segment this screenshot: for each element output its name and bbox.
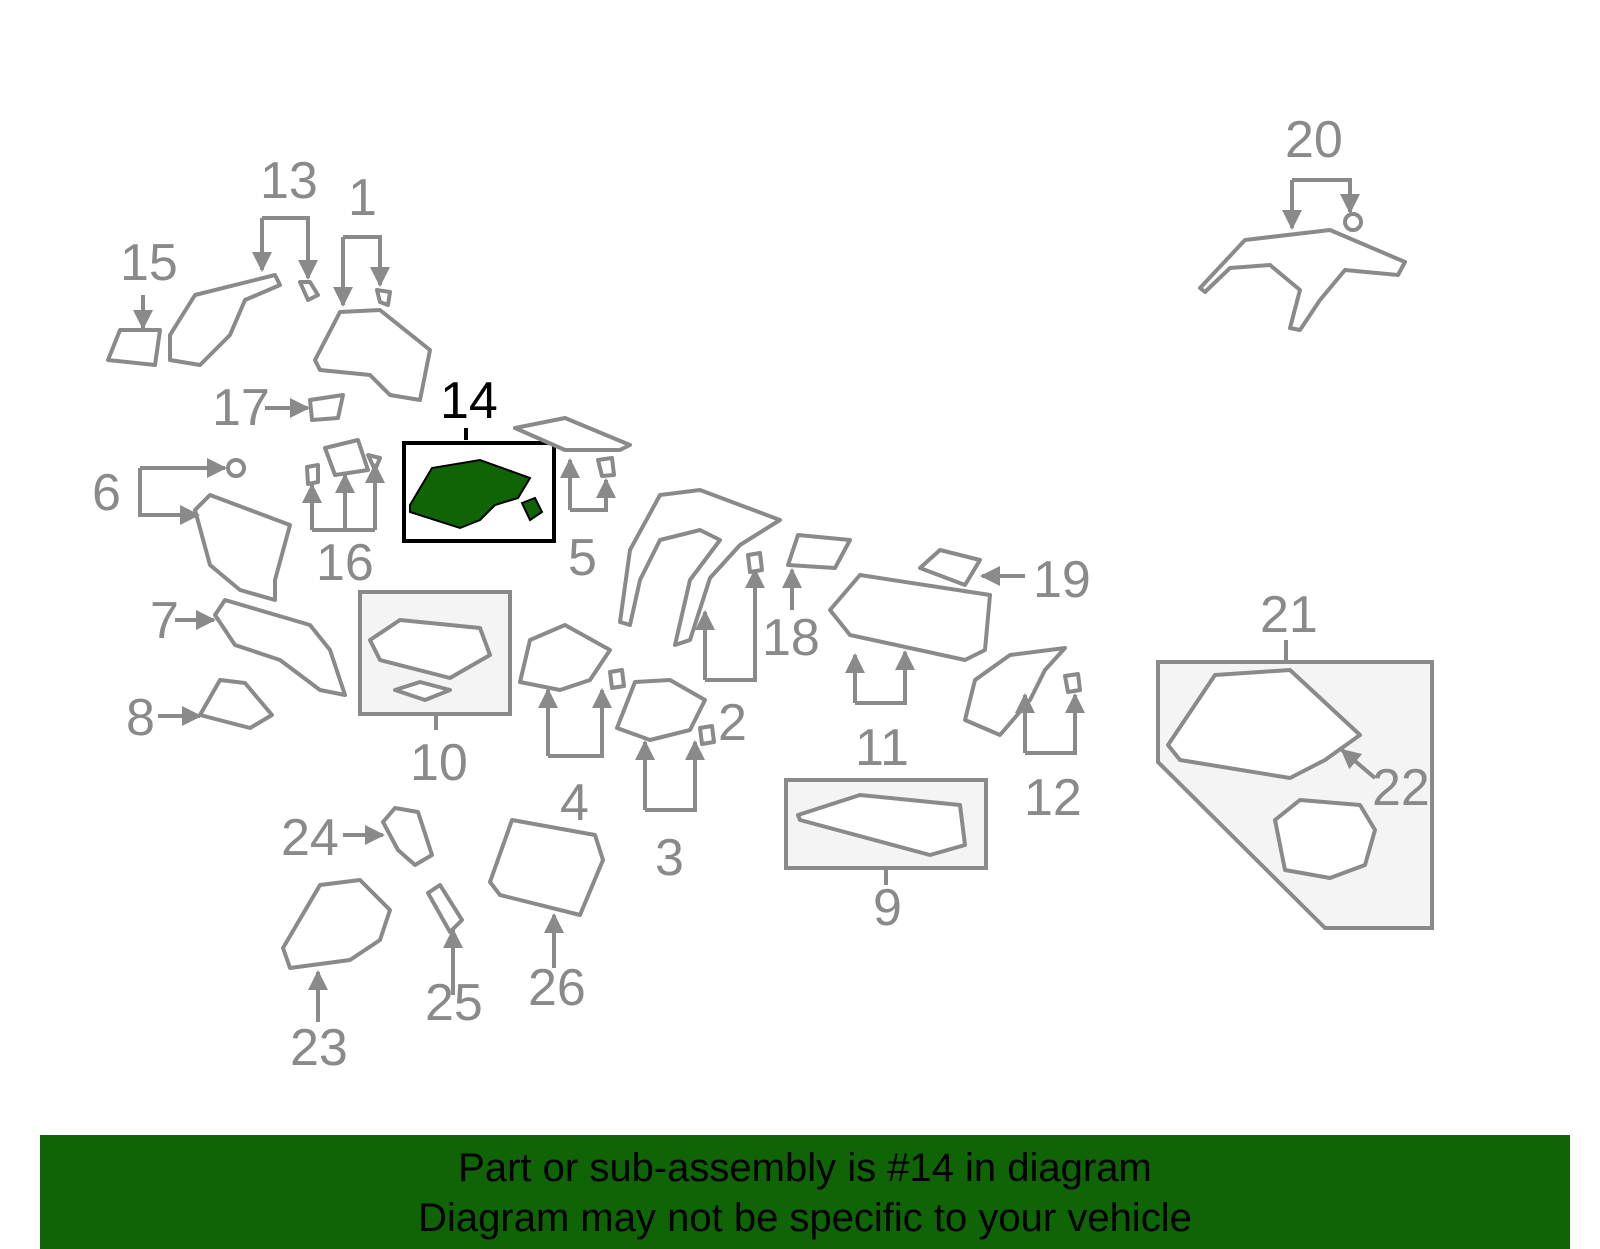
part-15[interactable] — [106, 295, 162, 367]
part-5[interactable] — [513, 416, 632, 512]
callout-11[interactable]: 11 — [855, 719, 909, 777]
callout-23[interactable]: 23 — [290, 1019, 348, 1077]
part-14[interactable] — [402, 428, 556, 543]
callout-17[interactable]: 17 — [212, 379, 270, 437]
callout-5[interactable]: 5 — [568, 529, 597, 587]
callout-7[interactable]: 7 — [150, 592, 179, 650]
callout-3[interactable]: 3 — [655, 829, 684, 887]
part-12[interactable] — [963, 646, 1085, 755]
banner-line-1: Part or sub-assembly is #14 in diagram — [458, 1146, 1152, 1190]
callout-14[interactable]: 14 — [440, 372, 498, 430]
part-1[interactable] — [313, 235, 432, 402]
part-13[interactable] — [168, 216, 320, 367]
part-8[interactable] — [158, 678, 274, 730]
part-6[interactable] — [138, 458, 292, 602]
part-10[interactable] — [358, 590, 512, 730]
callout-2[interactable]: 2 — [718, 694, 747, 752]
part-4[interactable] — [518, 623, 626, 758]
part-3[interactable] — [615, 678, 716, 812]
callout-10[interactable]: 10 — [410, 734, 468, 792]
info-banner: Part or sub-assembly is #14 in diagram D… — [40, 1135, 1570, 1249]
callout-8[interactable]: 8 — [126, 689, 155, 747]
callout-21[interactable]: 21 — [1260, 586, 1318, 644]
banner-line-2: Diagram may not be specific to your vehi… — [418, 1196, 1192, 1240]
callout-16[interactable]: 16 — [316, 534, 374, 592]
callout-20[interactable]: 20 — [1285, 111, 1343, 169]
part-23[interactable] — [281, 878, 392, 1022]
part-11[interactable] — [828, 573, 992, 705]
part-22[interactable] — [1340, 748, 1377, 780]
callout-19[interactable]: 19 — [1033, 551, 1091, 609]
part-24[interactable] — [343, 806, 434, 867]
part-20[interactable] — [1198, 178, 1407, 332]
part-2[interactable] — [618, 488, 782, 682]
callout-12[interactable]: 12 — [1024, 769, 1082, 827]
part-25[interactable] — [426, 883, 464, 995]
callout-24[interactable]: 24 — [281, 809, 339, 867]
callout-25[interactable]: 25 — [425, 974, 483, 1032]
callout-13[interactable]: 13 — [260, 152, 318, 210]
callout-15[interactable]: 15 — [120, 234, 178, 292]
part-26[interactable] — [488, 818, 605, 968]
callout-18[interactable]: 18 — [762, 609, 820, 667]
part-16[interactable] — [302, 438, 385, 532]
callout-6[interactable]: 6 — [92, 464, 121, 522]
callout-26[interactable]: 26 — [528, 959, 586, 1017]
callout-4[interactable]: 4 — [560, 774, 589, 832]
part-21[interactable] — [1156, 640, 1434, 930]
callout-1[interactable]: 1 — [348, 169, 377, 227]
part-17[interactable] — [265, 393, 345, 422]
callout-22[interactable]: 22 — [1372, 759, 1430, 817]
part-9[interactable] — [784, 778, 988, 885]
part-18[interactable] — [782, 533, 852, 610]
part-7[interactable] — [175, 598, 347, 697]
callout-9[interactable]: 9 — [873, 879, 902, 937]
part-19[interactable] — [918, 548, 1025, 587]
